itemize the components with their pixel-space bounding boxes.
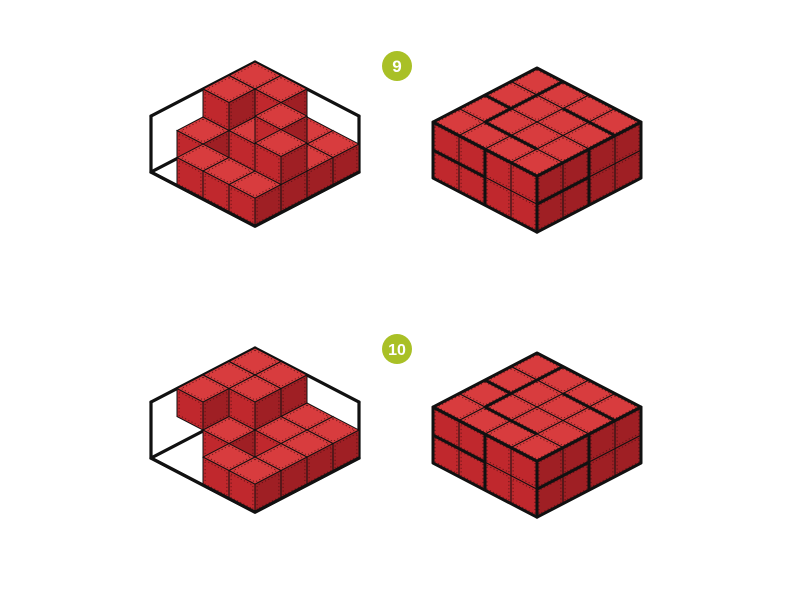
- cube: [227, 456, 283, 514]
- solution-right-outline: [535, 405, 643, 519]
- piece-seam: [484, 378, 512, 395]
- solution-cube-figure: [431, 66, 643, 234]
- badge-circle: [382, 334, 412, 364]
- puzzle-badge: 10: [382, 334, 412, 364]
- cube: [253, 129, 309, 186]
- piece-seam: [536, 460, 590, 491]
- puzzle-10: 10: [149, 334, 643, 519]
- solution-right-outline: [535, 120, 643, 234]
- puzzle-9: 9: [149, 51, 643, 234]
- piece-seam: [484, 80, 564, 124]
- piece-seam: [484, 405, 538, 436]
- partial-cube-figure: [149, 346, 361, 514]
- piece-seam: [432, 433, 486, 464]
- partial-cube-figure: [149, 60, 361, 228]
- piece-seam: [484, 120, 538, 151]
- frame-front-base: [149, 170, 361, 228]
- piece-seam: [562, 107, 616, 137]
- puzzle-number: 10: [388, 342, 406, 359]
- solution-cube-figure: [431, 351, 643, 519]
- piece-seam: [484, 93, 512, 110]
- frame-front-base: [149, 456, 361, 514]
- badge-circle: [382, 51, 412, 81]
- piece-seam: [484, 365, 564, 409]
- piece-seam: [536, 175, 590, 206]
- puzzle-number: 9: [392, 57, 401, 76]
- piece-seam: [432, 148, 486, 179]
- piece-seam: [562, 392, 616, 422]
- puzzle-badge: 9: [382, 51, 412, 81]
